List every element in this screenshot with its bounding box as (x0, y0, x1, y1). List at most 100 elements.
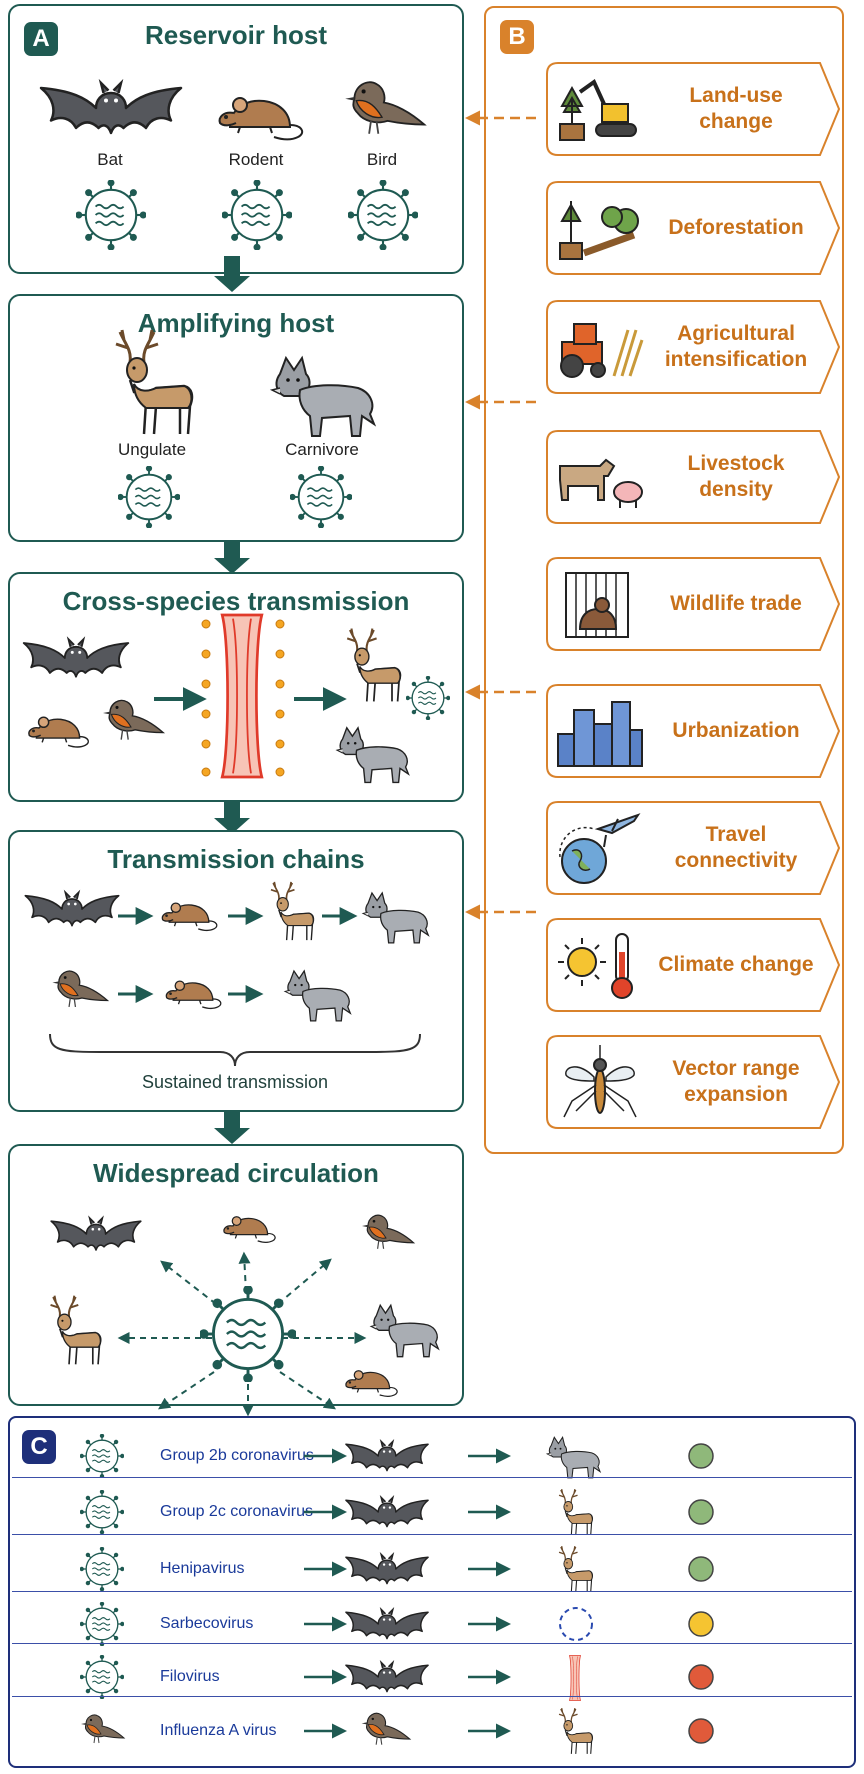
chain-arrow (118, 985, 154, 1003)
spread-arrows (117, 1251, 367, 1417)
virus-row: Influenza A virus (10, 1703, 854, 1759)
pathway-arrow (304, 1616, 347, 1632)
deer-icon (336, 620, 406, 710)
virus-icon (406, 676, 450, 720)
pathway-arrow (468, 1669, 511, 1685)
factor-label: Livestock density (687, 451, 785, 501)
pathway-arrow (468, 1723, 511, 1739)
factor-label: Climate change (658, 952, 814, 976)
virus-row: Sarbecovirus (10, 1596, 854, 1652)
row-divider (12, 1477, 852, 1478)
sun-thermometer-icon (558, 933, 633, 999)
rodent-icon (218, 1206, 280, 1246)
pathway-arrow (468, 1448, 511, 1464)
sustained-transmission-caption: Sustained transmission (141, 1072, 329, 1092)
stage-title: Cross-species transmission (62, 586, 410, 616)
factor-label: Land-use change (689, 83, 783, 133)
status-dot (688, 1611, 714, 1637)
stage-title: Amplifying host (137, 308, 335, 338)
factor-label: Deforestation (668, 215, 804, 239)
bird-icon (356, 1705, 412, 1753)
stage-amplifying-host: Amplifying host (8, 294, 464, 542)
stage-title: Reservoir host (144, 20, 328, 50)
stage-arrows (214, 256, 250, 1144)
city-skyline-icon (557, 701, 643, 767)
host-label-carnivore: Carnivore (285, 440, 359, 459)
panel-b-badge: B (500, 20, 534, 54)
stage-arrow (214, 256, 250, 292)
rodent-icon (156, 892, 222, 934)
pathway-arrow (468, 1561, 511, 1577)
wolf-icon (364, 1296, 444, 1362)
virus-icon (80, 1547, 124, 1591)
bat-icon (342, 1602, 432, 1646)
row-divider (12, 1696, 852, 1697)
caged-animal-icon (565, 572, 629, 638)
chain-arrow (118, 907, 154, 925)
wolf-icon (278, 962, 356, 1026)
bat-icon (342, 1547, 432, 1591)
status-dot (688, 1664, 714, 1690)
virus-icon (290, 466, 352, 528)
stage-title: Transmission chains (107, 844, 365, 874)
virus-icon (80, 1434, 124, 1478)
panel-a-badge: A (24, 22, 58, 56)
row-divider (12, 1591, 852, 1592)
chain-arrow (228, 907, 264, 925)
virus-icon (80, 1655, 124, 1699)
pathway-arrow (468, 1504, 511, 1520)
factor-deforestation: Deforestation (544, 179, 842, 277)
rodent-icon (340, 1360, 402, 1400)
fallen-tree-icon (559, 201, 639, 260)
factor-label: Travel connectivity (674, 822, 798, 872)
pathway-arrow (304, 1723, 347, 1739)
deer-icon (100, 322, 200, 442)
chain-arrow (322, 907, 358, 925)
transmission-arrow (154, 687, 207, 711)
factor-urbanization: Urbanization (544, 682, 842, 780)
panel-c-badge: C (22, 1430, 56, 1464)
unknown-host-icon (559, 1607, 593, 1641)
vessel-cells (201, 619, 285, 777)
stage-arrow (214, 540, 250, 574)
host-label-bird: Bird (366, 150, 398, 169)
stage-title: Widespread circulation (93, 1158, 379, 1188)
wolf-icon (356, 884, 434, 948)
virus-name: Influenza A virus (160, 1722, 277, 1739)
factor-label: Agricultural intensification (664, 321, 808, 371)
bat-icon (342, 1434, 432, 1478)
bat-icon (342, 1655, 432, 1699)
host-label-rodent: Rodent (228, 150, 284, 169)
row-divider (12, 1643, 852, 1644)
virus-name: Sarbecovirus (160, 1615, 254, 1632)
virus-name: Group 2c coronavirus (160, 1503, 313, 1520)
virus-name: Henipavirus (160, 1560, 245, 1577)
rodent-icon (22, 706, 94, 750)
pathway-arrow (468, 1616, 511, 1632)
rodent-icon (160, 970, 226, 1012)
factor-label: Urbanization (672, 718, 800, 742)
sustained-bracket (49, 1033, 421, 1067)
virus-icon (118, 466, 180, 528)
wolf-icon (262, 344, 382, 444)
virus-row: Filovirus (10, 1649, 854, 1705)
bird-icon (46, 962, 110, 1016)
pathway-arrow (304, 1448, 347, 1464)
deer-icon (262, 876, 318, 946)
bat-icon (20, 630, 132, 686)
factor-wildlife-trade: Wildlife trade (544, 555, 842, 653)
factor-land-use-change: Land-use change (544, 60, 842, 158)
tractor-wheat-icon (560, 323, 644, 378)
pathway-arrow (304, 1669, 347, 1685)
bat-icon (342, 1490, 432, 1534)
transmission-arrow (294, 687, 347, 711)
stage-widespread-circulation: Widespread circulation (8, 1144, 464, 1406)
wolf-icon (330, 718, 414, 788)
virus-row: Group 2b coronavirus (10, 1428, 854, 1484)
excavator-stump-icon (559, 78, 637, 141)
pathway-arrow (304, 1561, 347, 1577)
factor-agricultural-intensification: Agricultural intensification (544, 298, 842, 396)
status-dot (688, 1556, 714, 1582)
virus-icon (200, 1286, 296, 1382)
bat-icon (22, 884, 122, 934)
